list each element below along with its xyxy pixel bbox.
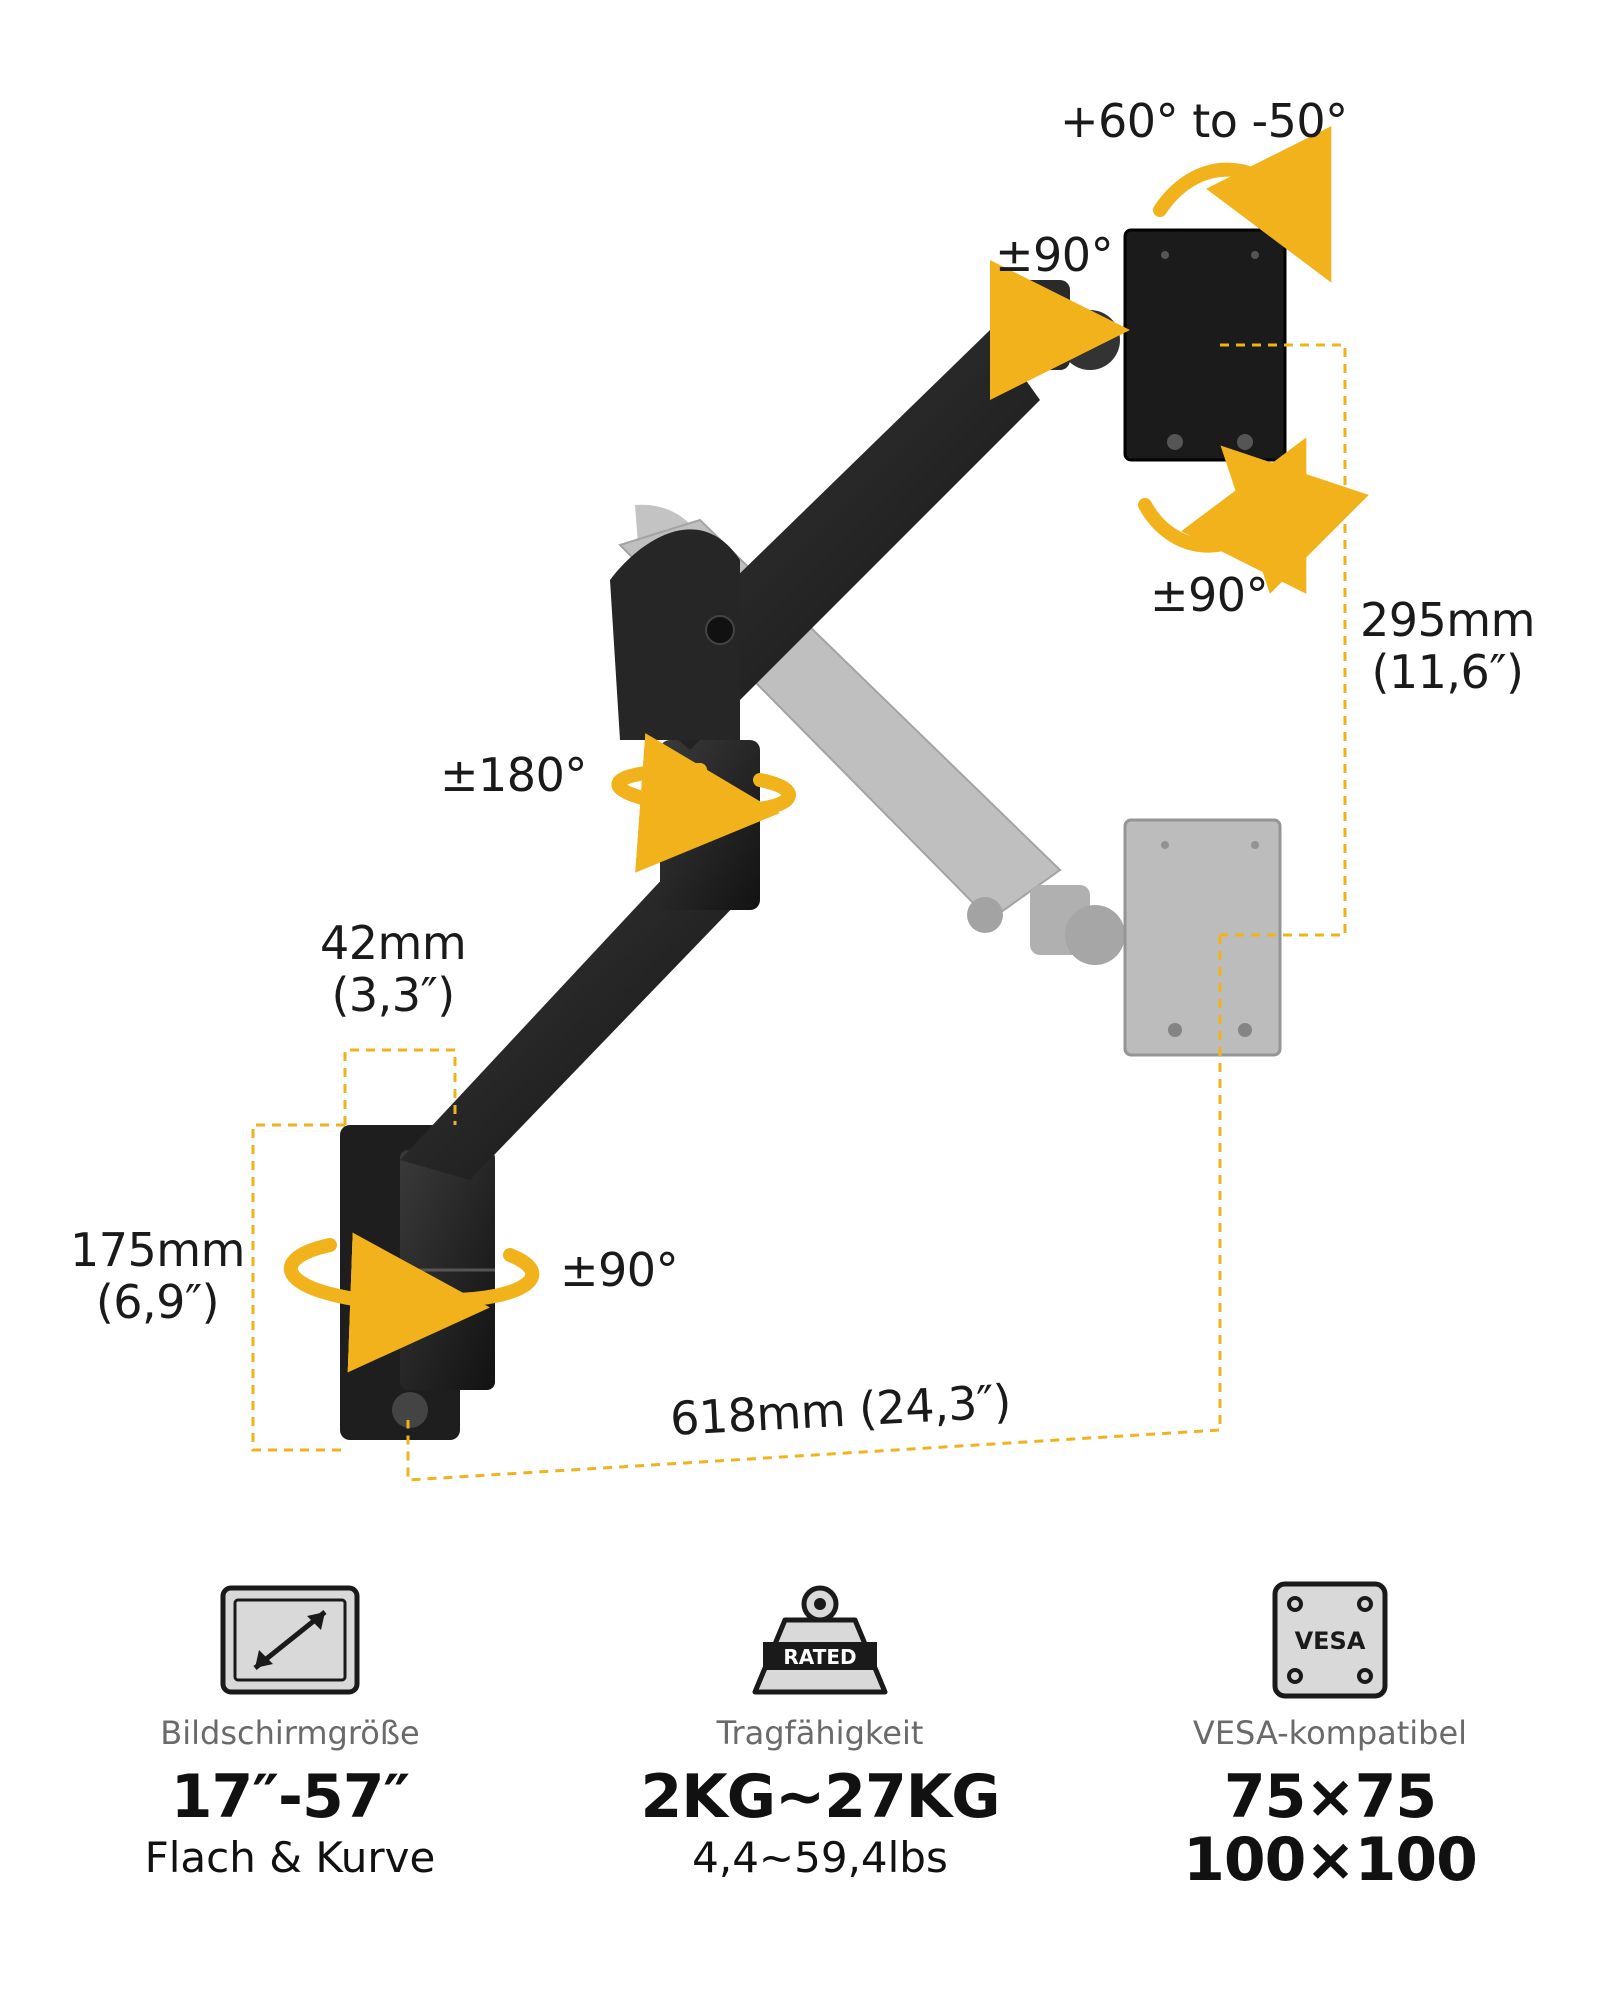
spec-name: Tragfähigkeit <box>716 1714 924 1752</box>
weight-icon: RATED <box>752 1585 888 1695</box>
monitor-arm-diagram: +60° to -50° ±90° ±90° 295mm (11,6″) ±18… <box>70 94 1535 1482</box>
base-joint-arrow <box>283 1232 490 1373</box>
height-inch: (11,6″) <box>1371 644 1524 699</box>
base-joint-label: ±90° <box>560 1243 679 1297</box>
tilt-arrow <box>1153 126 1332 283</box>
rotation-label: ±90° <box>1150 568 1269 622</box>
spec-name: VESA-kompatibel <box>1192 1714 1468 1752</box>
width-mm: 42mm <box>320 916 467 970</box>
swivel-top-label: ±90° <box>995 228 1114 282</box>
spec-detail: 100×100 <box>1183 1825 1478 1895</box>
ghost-vesa-plate <box>1123 818 1282 1057</box>
vesa-icon-text: VESA <box>1295 1627 1366 1655</box>
spec-weight: RATED Tragfähigkeit 2KG~27KG 4,4~59,4lbs <box>600 1580 1040 1882</box>
spec-name: Bildschirmgröße <box>160 1714 420 1752</box>
rotation-arrow <box>1138 437 1307 594</box>
swivel-top-arrow <box>989 260 1130 401</box>
tilt-label: +60° to -50° <box>1060 94 1348 148</box>
height-dimension <box>1220 343 1347 937</box>
spec-value: 2KG~27KG <box>640 1762 1000 1832</box>
plate-height-label: 175mm (6,9″) <box>70 1223 245 1329</box>
reach-dimension <box>406 935 1222 1482</box>
width-inch: (3,3″) <box>331 967 455 1022</box>
base-joint-arrow-2 <box>443 1248 540 1307</box>
spec-detail: Flach & Kurve <box>144 1833 436 1882</box>
mid-joint-label: ±180° <box>440 748 587 802</box>
spec-screen-size: Bildschirmgröße 17″-57″ Flach & Kurve <box>70 1580 510 1882</box>
height-mm: 295mm <box>1360 593 1535 647</box>
plate-height-mm: 175mm <box>70 1223 245 1277</box>
screen-size-icon <box>220 1585 360 1695</box>
dimension-lines <box>251 343 1347 1482</box>
height-label: 295mm (11,6″) <box>1360 593 1535 699</box>
spec-value: 75×75 <box>1223 1762 1437 1832</box>
spec-detail: 4,4~59,4lbs <box>692 1833 948 1882</box>
plate-height-inch: (6,9″) <box>95 1274 220 1329</box>
mid-joint-arrow-2 <box>733 773 796 817</box>
width-label: 42mm (3,3″) <box>320 916 467 1022</box>
spec-value: 17″-57″ <box>170 1762 411 1832</box>
vesa-icon: VESA <box>1272 1581 1388 1699</box>
rotation-arrow-back <box>1220 445 1369 594</box>
spec-vesa: VESA VESA-kompatibel 75×75 100×100 <box>1110 1580 1550 1892</box>
mid-joint-arrow <box>611 733 780 873</box>
rotation-arrows <box>283 126 1369 1373</box>
weight-icon-text: RATED <box>783 1645 856 1669</box>
width-dimension <box>343 1048 457 1125</box>
